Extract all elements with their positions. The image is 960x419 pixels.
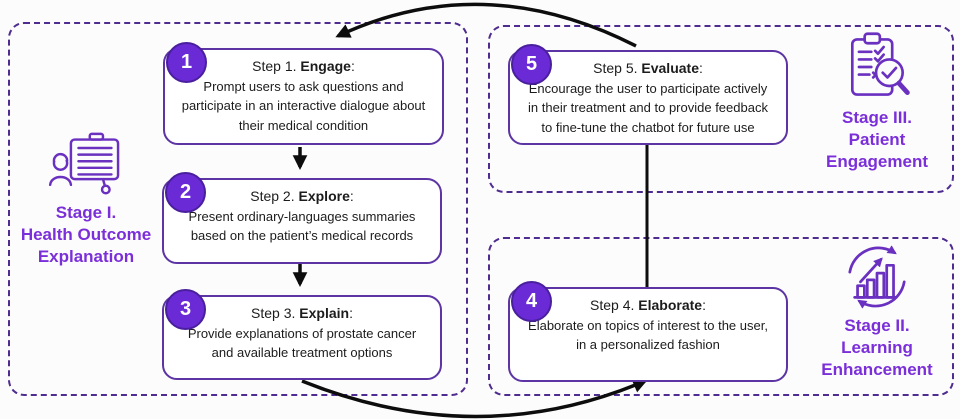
step-title: Step 3. Explain: [251,305,353,321]
step-number-badge: 2 [165,172,206,213]
stage3-panel [488,25,954,193]
growth-chart-cycle-icon [802,241,952,311]
step-description: Provide explanations of prostate cancer … [187,325,417,361]
step-box-4: 4 Step 4. Elaborate: Elaborate on topics… [508,281,788,382]
step-number-badge: 1 [166,42,207,83]
step-description: Encourage the user to participate active… [528,80,768,135]
step-box-2: 2 Step 2. Explore: Present ordinary-lang… [162,172,442,264]
step-description: Present ordinary-languages summaries bas… [188,208,416,244]
stage2-panel [488,237,954,396]
step-number-badge: 4 [511,281,552,322]
clipboard-review-icon [802,31,952,103]
presenter-board-icon [8,132,164,198]
step-box-3: 3 Step 3. Explain: Provide explanations … [162,289,442,380]
step-title: Step 4. Elaborate: [590,297,706,313]
step-box-1: 1 Step 1. Engage: Prompt users to ask qu… [163,42,444,145]
stage1-panel [8,22,468,396]
stage2-label: Stage II. Learning Enhancement [821,316,933,379]
step-title: Step 1. Engage: [252,58,355,74]
step-description: Elaborate on topics of interest to the u… [528,317,768,353]
stage3-group: Stage III. Patient Engagement [802,31,952,172]
stage3-label: Stage III. Patient Engagement [825,108,929,171]
step-number-badge: 3 [165,289,206,330]
step-number-badge: 5 [511,44,552,85]
step-box-5: 5 Step 5. Evaluate: Encourage the user t… [508,44,788,145]
stage1-group: Stage I. Health Outcome Explanation [8,132,164,267]
step-description: Prompt users to ask questions and partic… [181,78,426,133]
step-title: Step 2. Explore: [250,188,354,204]
step-title: Step 5. Evaluate: [593,60,703,76]
stage2-group: Stage II. Learning Enhancement [802,241,952,380]
stage1-label: Stage I. Health Outcome Explanation [20,203,152,266]
